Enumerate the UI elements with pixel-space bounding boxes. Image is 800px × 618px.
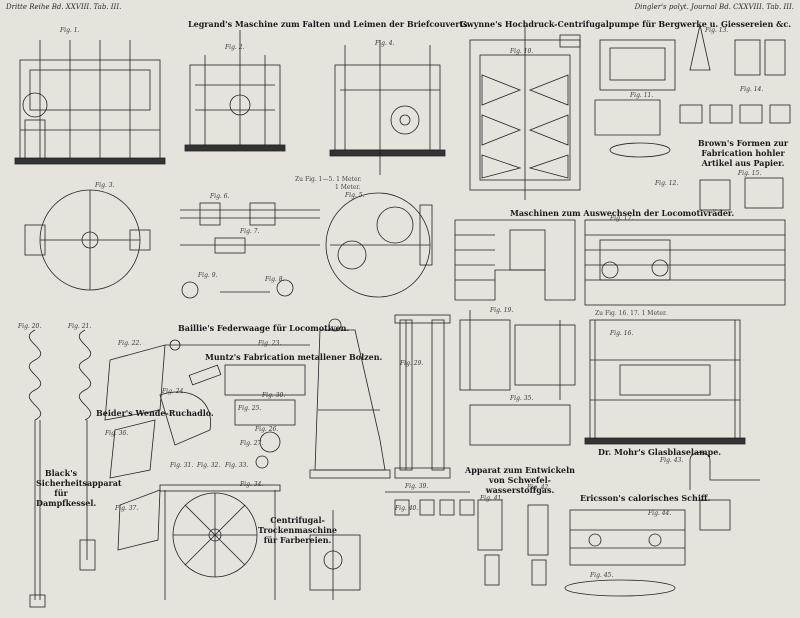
fig-label: Fig. 25. — [238, 405, 262, 412]
fig-label: Fig. 10. — [510, 48, 534, 55]
gas-apparatus — [385, 491, 549, 586]
fig-label: Fig. 16. — [610, 330, 634, 337]
legrand-machine-fig1 — [14, 40, 166, 165]
title-ericsson: Ericsson's calorisches Schiff. — [580, 493, 711, 503]
locomotive-pit-1 — [454, 219, 576, 301]
fig-label: Fig. 1. — [60, 27, 80, 34]
fig-label: Fig. 4. — [375, 40, 395, 47]
fig-label: Fig. 41. — [480, 495, 504, 502]
fig-label: Fig. 24. — [162, 388, 186, 395]
title-gwynne: Gwynne's Hochdruck-Centrifugalpumpe für … — [460, 19, 791, 29]
fig-label: Fig. 21. — [68, 323, 92, 330]
fig-label: Fig. 32. — [197, 462, 221, 469]
title-legrand: Legrand's Maschine zum Falten und Leimen… — [188, 19, 471, 29]
fig-label: Fig. 31. — [170, 462, 194, 469]
fig-label: Fig. 15. — [738, 170, 762, 177]
fig-label: Fig. 3. — [95, 182, 115, 189]
title-baillie: Baillie's Federwaage für Locomotiven. — [178, 323, 350, 333]
fig-label: Fig. 34. — [240, 481, 264, 488]
spring-fig19 — [28, 329, 46, 608]
fig-label: Fig. 11. — [630, 92, 654, 99]
fig-label: Fig. 37. — [115, 505, 139, 512]
fig-label: Fig. 36. — [105, 430, 129, 437]
fig-label: Fig. 20. — [18, 323, 42, 330]
brown-forms — [594, 24, 791, 211]
fig-label: Fig. 12. — [655, 180, 679, 187]
ericsson-ship — [564, 509, 686, 597]
fig-label: Fig. 13. — [705, 27, 729, 34]
fig-label: Fig. 23. — [258, 340, 282, 347]
scale-2: 1 Meter. — [335, 184, 361, 191]
gwynne-pump-fig10 — [469, 25, 581, 200]
fig-label: Fig. 8. — [265, 276, 285, 283]
fig-label: Fig. 6. — [210, 193, 230, 200]
title-mohr: Dr. Mohr's Glasblaselampe. — [598, 447, 722, 457]
fig-label: Fig. 27. — [240, 440, 264, 447]
title-centrifugal: Centrifugal-Trockenmaschine für Farberei… — [257, 515, 338, 545]
baillie-balance — [165, 339, 310, 469]
fig-label: Fig. 7. — [240, 228, 260, 235]
mohr-lamp — [689, 452, 760, 531]
fig-label: Fig. 22. — [118, 340, 142, 347]
scale-1: Zu Fig. 1—5. 1 Meter. — [295, 176, 362, 183]
fig-label: Fig. 5. — [345, 192, 365, 199]
round-table-fig5 — [24, 189, 151, 291]
locomotive-pit-2 — [584, 219, 786, 306]
fig-label: Fig. 2. — [225, 44, 245, 51]
fig-label: Fig. 45. — [590, 572, 614, 579]
fig-label: Fig. 14. — [740, 86, 764, 93]
title-black: Black's Sicherheitsapparat für Dampfkess… — [36, 468, 122, 508]
fig-label: Fig. 29. — [400, 360, 424, 367]
fig-label: Fig. 19. — [490, 307, 514, 314]
header-right: Dingler's polyt. Journal Bd. CXXVIII. Ta… — [634, 3, 794, 11]
plough-blades — [104, 344, 222, 551]
fig-label: Fig. 35. — [510, 395, 534, 402]
fig-label: Fig. 33. — [225, 462, 249, 469]
large-wheel-fig8 — [325, 192, 433, 298]
header-left: Dritte Reihe Bd. XXVIII. Tab. III. — [6, 3, 122, 11]
fig-label: Fig. 43. — [660, 457, 684, 464]
legrand-machine-fig2 — [184, 30, 286, 152]
fig-label: Fig. 44. — [648, 510, 672, 517]
machine-fig30 — [459, 310, 576, 446]
title-locomotive: Maschinen zum Auswechseln der Locomotivr… — [510, 208, 735, 218]
centrifugal-fig — [309, 510, 361, 600]
title-muntz: Muntz's Fabrication metallener Bolzen. — [205, 352, 383, 362]
fig-label: Fig. 17. — [610, 215, 634, 222]
spring-fig20 — [78, 329, 96, 571]
frame-fig16 — [584, 319, 746, 445]
centrifugal-wheel — [159, 484, 281, 600]
fig-label: Fig. 9. — [198, 272, 218, 279]
fig-label: Fig. 42. — [527, 484, 551, 491]
scale-3: Zu Fig. 16. 17. 1 Meter. — [595, 310, 668, 317]
title-apparat: Apparat zum Entwickeln von Schwefel-wass… — [465, 465, 575, 495]
fig-label: Fig. 40. — [395, 505, 419, 512]
legrand-machine-fig3 — [329, 40, 446, 175]
fig-label: Fig. 39. — [405, 483, 429, 490]
fig-label: Fig. 26. — [255, 426, 279, 433]
shaft-fig6-7 — [180, 202, 320, 299]
fig-label: Fig. 30. — [262, 392, 286, 399]
press-fig29 — [394, 314, 451, 479]
title-brown: Brown's Formen zur Fabrication hohler Ar… — [697, 138, 789, 168]
press-fig28 — [309, 318, 391, 479]
title-beider: Beider's Wende-Ruchadlo. — [96, 408, 214, 418]
